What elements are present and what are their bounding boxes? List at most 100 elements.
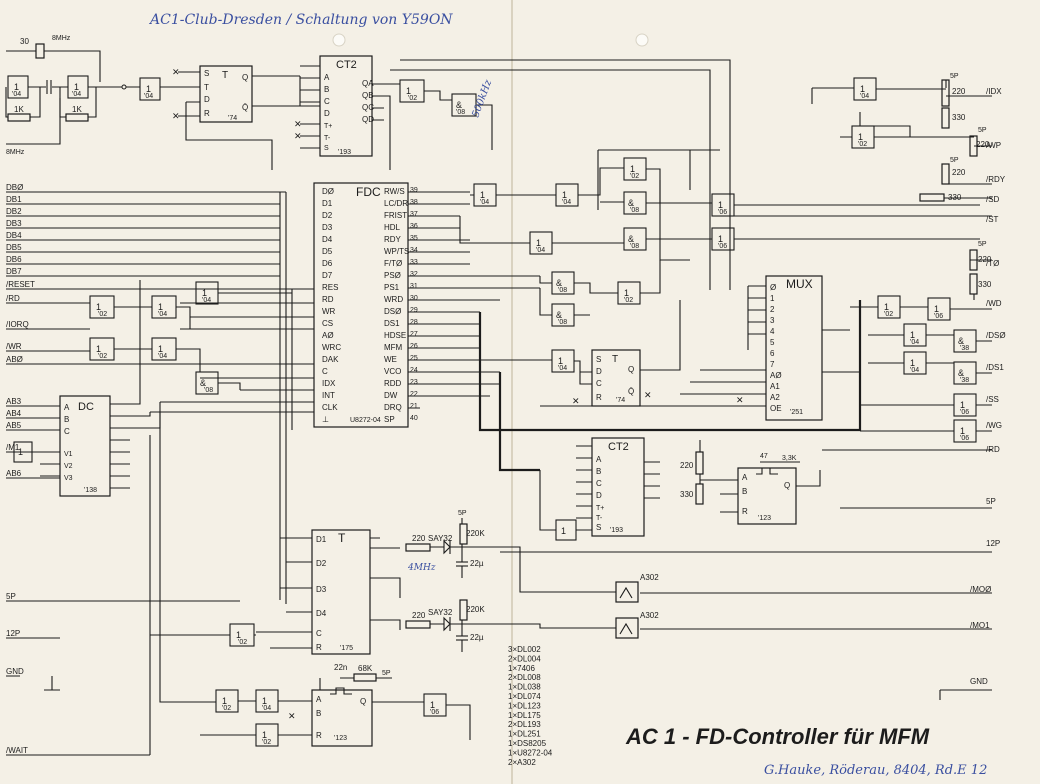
- svg-text:SAY32: SAY32: [428, 608, 453, 617]
- bom-item: 1×U8272-04: [508, 748, 553, 757]
- fdc-pin-right: HDL: [384, 223, 401, 232]
- mux-wiring: ✕: [540, 285, 860, 407]
- svg-text:Q̄: Q̄: [628, 387, 634, 396]
- svg-text:S: S: [596, 523, 601, 532]
- fdc-pin-left: D6: [322, 259, 333, 268]
- signal-mo0: /MOØ: [970, 585, 991, 594]
- monoflop-bottom-123: ABR Q '123 22n 68K 5P: [311, 663, 424, 747]
- signal-db5: DB5: [6, 243, 22, 252]
- svg-text:'08: '08: [204, 387, 213, 394]
- fdc-pin-right: FRIST: [384, 211, 407, 220]
- svg-text:D4: D4: [316, 609, 327, 618]
- mux-pin: A2: [770, 393, 780, 402]
- svg-text:T+: T+: [596, 505, 604, 512]
- svg-text:'123: '123: [334, 735, 347, 742]
- svg-text:'175: '175: [340, 645, 353, 652]
- svg-text:R: R: [596, 393, 602, 402]
- svg-text:R: R: [742, 507, 748, 516]
- svg-text:B: B: [742, 487, 747, 496]
- signal-iorq: /IORQ: [6, 320, 29, 329]
- svg-text:C: C: [324, 97, 330, 106]
- svg-text:✕: ✕: [294, 119, 302, 129]
- svg-text:1: 1: [262, 696, 267, 706]
- svg-text:B: B: [316, 709, 321, 718]
- svg-text:220K: 220K: [466, 529, 485, 538]
- signal-reset: /RESET: [6, 280, 35, 289]
- signal-rdy: /RDY: [986, 175, 1006, 184]
- svg-text:22n: 22n: [334, 663, 347, 672]
- fdc-type: U8272-04: [350, 417, 381, 424]
- svg-text:1: 1: [74, 82, 79, 92]
- svg-text:&: &: [958, 336, 964, 346]
- bom-item: 1×DL074: [508, 692, 541, 701]
- svg-text:220: 220: [680, 461, 694, 470]
- svg-text:&: &: [200, 378, 206, 388]
- svg-text:220: 220: [976, 140, 990, 149]
- svg-text:1: 1: [14, 82, 19, 92]
- resistor-1k-b: [65, 113, 89, 122]
- signal-ab0: ABØ: [6, 355, 23, 364]
- gates-bottom: 1'02 1'02 1'04 1'02 1'06 ✕: [149, 412, 471, 755]
- fdc-pin-number: 27: [410, 331, 418, 338]
- svg-text:'06: '06: [430, 709, 439, 716]
- crystal-label: 8MHz: [52, 35, 71, 42]
- fdc-pin-left: CS: [322, 319, 333, 328]
- svg-text:C: C: [316, 629, 322, 638]
- svg-text:✕: ✕: [172, 67, 180, 77]
- signal-st: /ST: [986, 215, 999, 224]
- svg-text:1: 1: [718, 200, 723, 210]
- bom-item: 1×DL038: [508, 683, 541, 692]
- bom-item: 1×DL251: [508, 730, 541, 739]
- svg-text:5P: 5P: [950, 157, 959, 164]
- svg-text:QC: QC: [362, 103, 374, 112]
- svg-text:T+: T+: [324, 123, 332, 130]
- svg-text:A: A: [316, 695, 322, 704]
- svg-text:5P: 5P: [978, 127, 987, 134]
- fdc-pin-number: 36: [410, 223, 418, 230]
- svg-text:&: &: [628, 198, 634, 208]
- svg-text:A302: A302: [640, 573, 659, 582]
- svg-text:1: 1: [910, 330, 915, 340]
- svg-text:SAY32: SAY32: [428, 534, 453, 543]
- svg-text:Q: Q: [242, 73, 248, 82]
- fdc-pin-left: D7: [322, 271, 333, 280]
- svg-text:1: 1: [96, 344, 101, 354]
- svg-text:'08: '08: [558, 319, 567, 326]
- svg-text:47: 47: [760, 453, 768, 460]
- svg-text:QB: QB: [362, 91, 374, 100]
- left-bus-labels: DBØ DB1 DB2 DB3 DB4 DB5 DB6 DB7 /RESET /…: [6, 183, 35, 755]
- signal-ab6: AB6: [6, 469, 22, 478]
- svg-text:&: &: [456, 100, 462, 110]
- fdc-pin-right: RDD: [384, 379, 402, 388]
- fdc-pin-left: INT: [322, 391, 335, 400]
- svg-text:'08: '08: [630, 243, 639, 250]
- svg-text:QD: QD: [362, 115, 374, 124]
- svg-text:'02: '02: [222, 705, 231, 712]
- fdc-pin-left: D5: [322, 247, 333, 256]
- svg-text:T-: T-: [324, 135, 331, 142]
- svg-text:CT2: CT2: [336, 59, 357, 71]
- fdc-pin-number: 25: [410, 355, 418, 362]
- fdc-pin-right: PSØ: [384, 271, 401, 280]
- svg-text:'04: '04: [158, 353, 167, 360]
- svg-text:1: 1: [158, 344, 163, 354]
- fdc-pin-right: HDSE: [384, 331, 406, 340]
- svg-text:5P: 5P: [978, 241, 987, 248]
- mux-pin: A1: [770, 382, 780, 391]
- gates-left-center: 1'02 1'04 1'02 1'04 1'04 &'08: [89, 281, 292, 395]
- svg-text:5P: 5P: [458, 510, 467, 517]
- fdc-pin-right: F/TØ: [384, 259, 402, 268]
- signal-db2: DB2: [6, 207, 22, 216]
- fdc-pin-left: D2: [322, 211, 333, 220]
- svg-text:A: A: [324, 73, 330, 82]
- mux-pin: 4: [770, 327, 775, 336]
- svg-text:V2: V2: [64, 463, 73, 470]
- svg-text:T-: T-: [596, 515, 603, 522]
- svg-text:1: 1: [480, 190, 485, 200]
- bom-item: 1×7406: [508, 664, 535, 673]
- svg-text:'02: '02: [262, 739, 271, 746]
- signal-ds1: /DS1: [986, 363, 1004, 372]
- fdc-pin-number: 33: [410, 259, 418, 266]
- svg-text:1: 1: [624, 288, 629, 298]
